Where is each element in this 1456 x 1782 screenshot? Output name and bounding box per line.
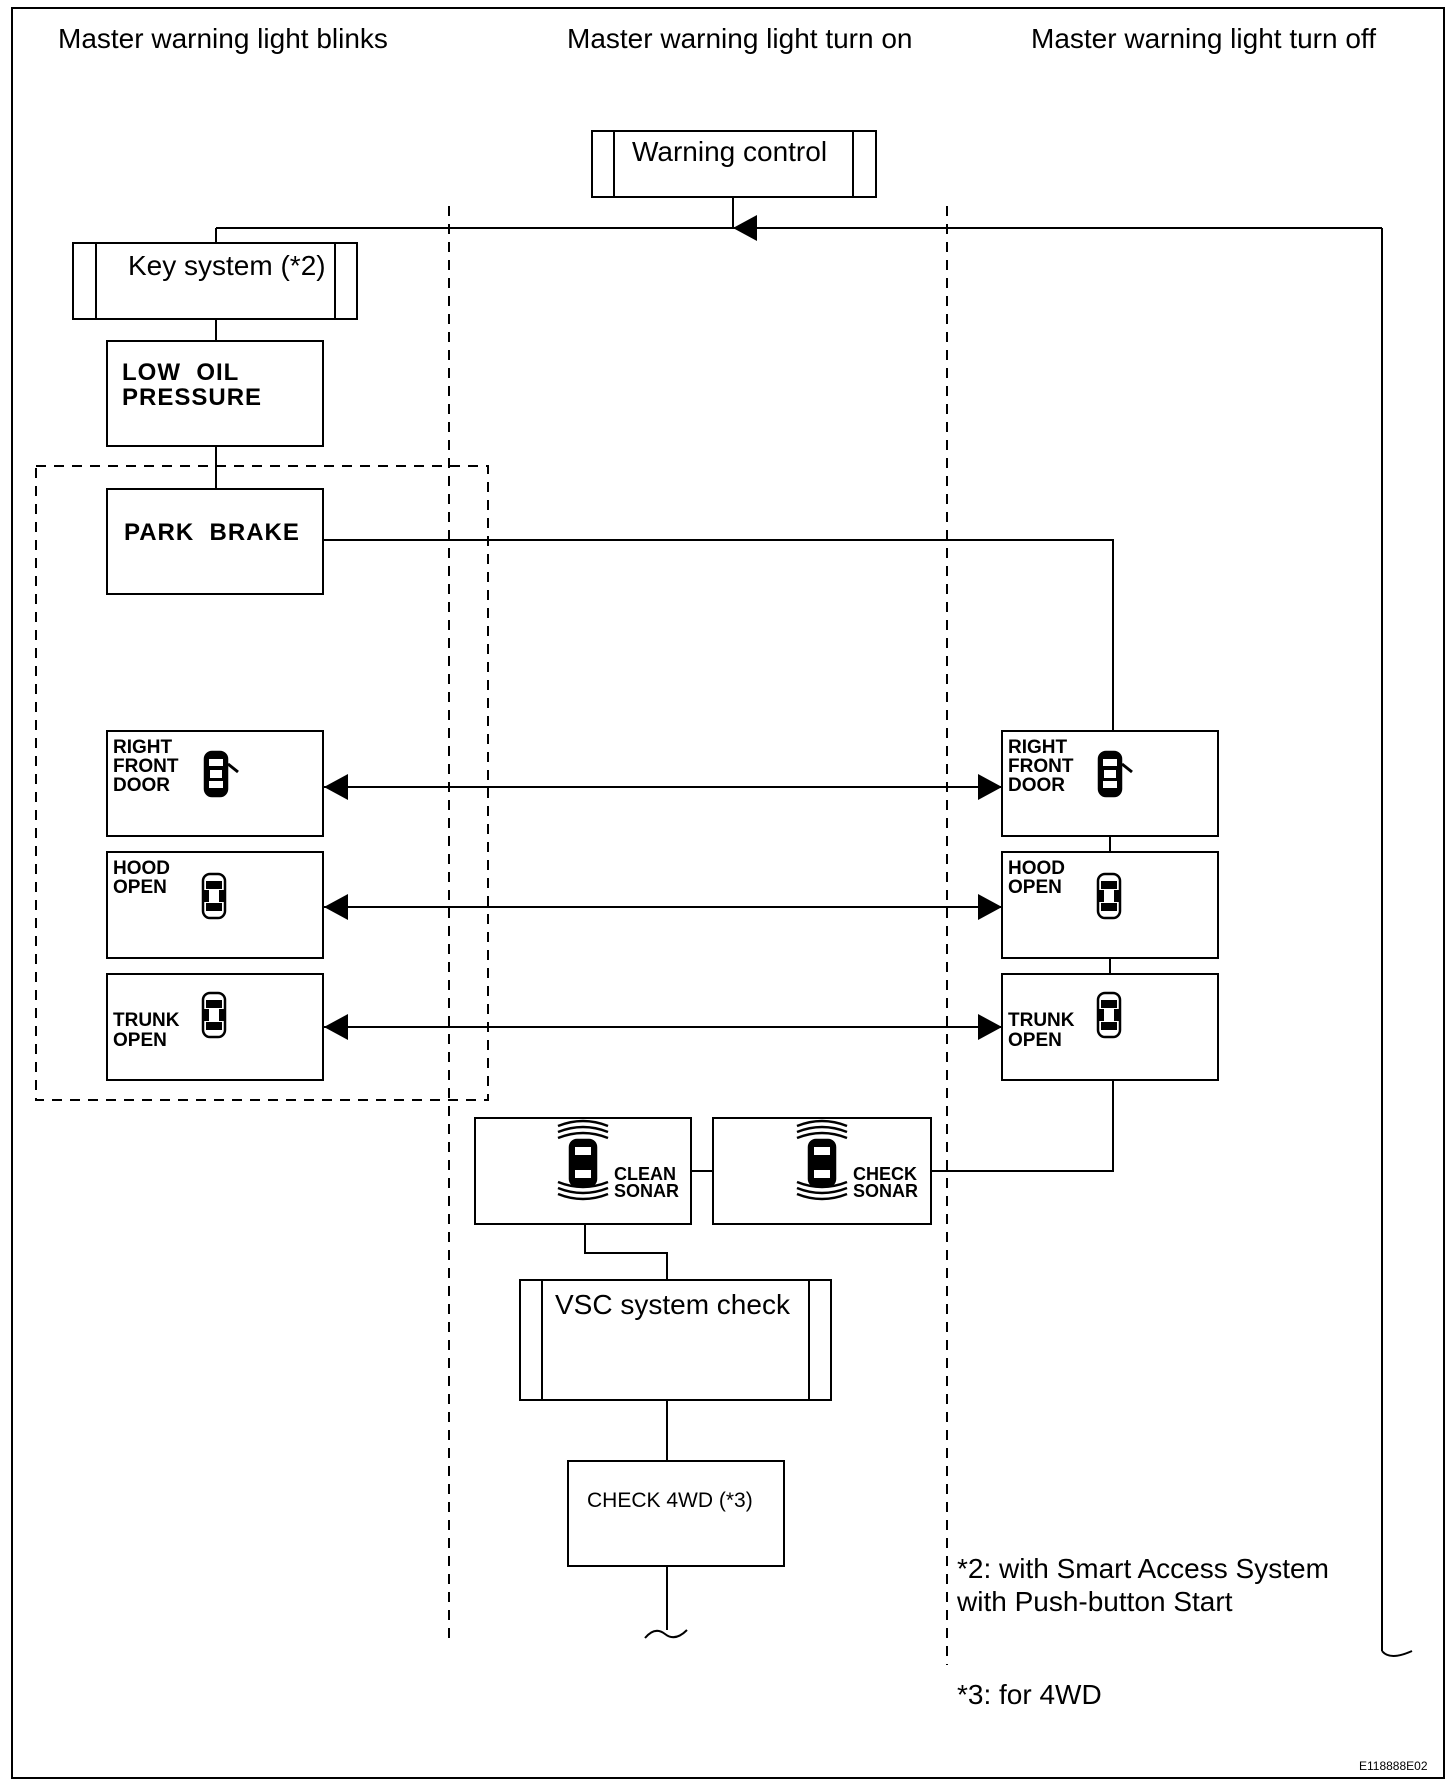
right-front-door-label-line3: DOOR (113, 775, 170, 796)
column-header-turn-on: Master warning light turn on (567, 23, 913, 54)
trunk-open-box-right (1001, 973, 1219, 1081)
clean-sonar-label-line2: SONAR (614, 1181, 680, 1201)
footnote-2-line1: *2: with Smart Access System (957, 1553, 1329, 1584)
right-front-door-label-line2: FRONT (1008, 756, 1074, 777)
footnote-3: *3: for 4WD (957, 1679, 1102, 1710)
right-front-door-label-line2: FRONT (113, 756, 179, 777)
vsc-system-check-box (519, 1279, 832, 1401)
check-sonar-label-line2: SONAR (853, 1181, 919, 1201)
dashed-group-frame (35, 465, 489, 1101)
vsc-system-check-label: VSC system check (555, 1289, 790, 1320)
footnote-2-line2: with Push-button Start (957, 1586, 1233, 1617)
trunk-open-car-icon (201, 991, 227, 1039)
key-system-label: Key system (*2) (128, 250, 326, 281)
clean-sonar-label-line1: CLEAN (614, 1164, 676, 1184)
door-open-car-icon (203, 750, 239, 798)
hood-open-car-icon (201, 872, 227, 920)
arrowheads (324, 215, 1002, 1040)
low-oil-pressure-box (106, 340, 324, 447)
trunk-open-label-line2: OPEN (113, 1030, 167, 1051)
right-front-door-label-line1: RIGHT (1008, 737, 1068, 758)
door-open-car-icon (1097, 750, 1133, 798)
check-sonar-label-line1: CHECK (853, 1164, 918, 1184)
hood-open-label-line1: HOOD (1008, 858, 1065, 879)
hood-open-label-line1: HOOD (113, 858, 170, 879)
column-header-blinks: Master warning light blinks (58, 23, 388, 54)
trunk-open-label-line1: TRUNK (113, 1010, 180, 1031)
trunk-open-label-line1: TRUNK (1008, 1010, 1075, 1031)
trunk-open-car-icon (1096, 991, 1122, 1039)
low-oil-label-line2: PRESSURE (122, 384, 263, 411)
hood-open-car-icon (1096, 872, 1122, 920)
park-brake-label: PARK BRAKE (124, 519, 300, 546)
figure-id: E118888E02 (1359, 1759, 1428, 1773)
check-4wd-box (567, 1460, 785, 1567)
boxes (72, 130, 1219, 1567)
sonar-car-icon (796, 1119, 848, 1201)
hood-open-label-line2: OPEN (113, 877, 167, 898)
connector-lines (215, 197, 1413, 1657)
warning-control-box (591, 130, 877, 198)
right-front-door-label-line1: RIGHT (113, 737, 173, 758)
right-front-door-label-line3: DOOR (1008, 775, 1065, 796)
column-header-turn-off: Master warning light turn off (1031, 23, 1376, 54)
outer-frame (11, 7, 1445, 1779)
key-system-box (72, 242, 358, 320)
sonar-car-icon (557, 1119, 609, 1201)
park-brake-box (106, 488, 324, 595)
hood-open-label-line2: OPEN (1008, 877, 1062, 898)
warning-control-label: Warning control (632, 136, 828, 167)
low-oil-label-line1: LOW OIL (122, 359, 240, 386)
trunk-open-label-line2: OPEN (1008, 1030, 1062, 1051)
check-4wd-label: CHECK 4WD (*3) (587, 1489, 753, 1512)
